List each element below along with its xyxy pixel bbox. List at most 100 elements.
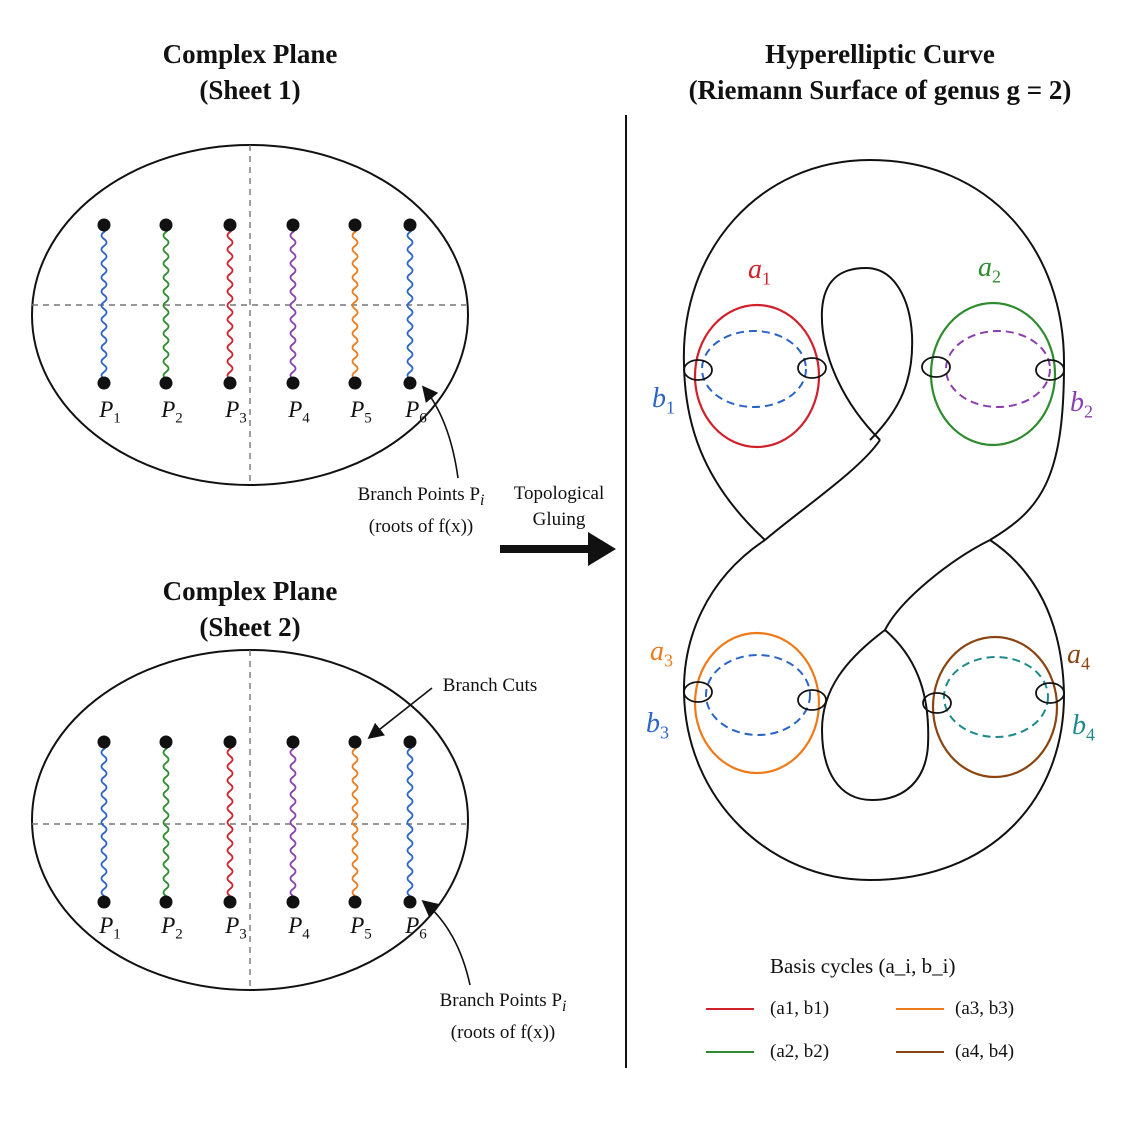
b4-sub: 4 <box>1086 724 1095 745</box>
branch-point-dot <box>348 735 362 749</box>
branch-point-label: P6 <box>396 914 436 947</box>
legend-line-2 <box>896 1008 944 1010</box>
branch-point-label: P3 <box>216 398 256 431</box>
point-label-sub: 4 <box>302 926 310 943</box>
legend-line-3 <box>706 1051 754 1053</box>
small-loop-8 <box>1035 682 1065 704</box>
point-label-name: P <box>288 397 303 422</box>
sheet1-title: Complex Plane (Sheet 1) <box>100 36 400 108</box>
legend-item-3: (a2, b2) <box>770 1041 830 1062</box>
point-label-sub: 5 <box>364 926 372 943</box>
a2-sub: 2 <box>992 266 1001 287</box>
small-loop-2 <box>797 357 827 379</box>
branch-cut <box>289 224 297 384</box>
a4-label: a4 <box>1067 641 1090 678</box>
a4-name: a <box>1067 639 1081 670</box>
b3-sub: 3 <box>660 722 669 743</box>
sheet2-title: Complex Plane (Sheet 2) <box>100 573 400 645</box>
branch-point-label: P5 <box>341 914 381 947</box>
point-label-sub: 6 <box>419 410 427 427</box>
gluing-line2: Gluing <box>532 509 586 530</box>
branch-point-dot <box>286 218 300 232</box>
b4-name: b <box>1072 710 1086 741</box>
branch-point-dot <box>223 895 237 909</box>
b2-label: b2 <box>1070 389 1093 426</box>
point-label-name: P <box>161 913 176 938</box>
a3-cycle <box>693 631 821 775</box>
surface-title-line1: Hyperelliptic Curve <box>765 39 995 69</box>
branch-point-dot <box>403 735 417 749</box>
branch-point-dot <box>97 895 111 909</box>
point-label-sub: 3 <box>239 410 247 427</box>
point-label-sub: 1 <box>113 410 121 427</box>
b1-label: b1 <box>652 385 675 422</box>
branch-point-dot <box>159 735 173 749</box>
a1-label: a1 <box>748 256 771 293</box>
small-loop-4 <box>1035 359 1065 381</box>
small-loop-3 <box>921 356 951 378</box>
b3-label: b3 <box>646 710 669 747</box>
surface-title: Hyperelliptic Curve (Riemann Surface of … <box>650 36 1110 108</box>
branch-point-dot <box>97 218 111 232</box>
a4-cycle <box>931 635 1059 779</box>
small-loop-7 <box>922 692 952 714</box>
surface-outline-top <box>682 158 1066 541</box>
branch-point-dot <box>286 895 300 909</box>
upper-hole-outline <box>820 266 914 441</box>
point-label-name: P <box>161 397 176 422</box>
branch-point-dot <box>159 376 173 390</box>
a1-name: a <box>748 254 762 285</box>
branch-point-label: P4 <box>279 398 319 431</box>
surface-outline-bottom <box>682 539 1066 882</box>
point-label-name: P <box>225 397 240 422</box>
branch-cut <box>406 741 414 903</box>
a4-sub: 4 <box>1081 653 1090 674</box>
point-label-name: P <box>350 913 365 938</box>
branch-point-dot <box>286 376 300 390</box>
lower-hole-outline <box>820 629 930 802</box>
small-loop-6 <box>797 689 827 711</box>
surface-title-line2: (Riemann Surface of genus g = 2) <box>688 75 1072 105</box>
branch-cut <box>351 224 359 384</box>
branch-cut <box>226 224 234 384</box>
branch-cuts-arrow <box>367 687 433 739</box>
point-label-sub: 5 <box>364 410 372 427</box>
sheet1-title-line1: Complex Plane <box>162 39 338 69</box>
legend-title: Basis cycles (a_i, b_i) <box>770 954 956 978</box>
sheet2-title-line2: (Sheet 2) <box>199 612 301 642</box>
b4-cycle <box>943 656 1049 738</box>
legend-item-1: (a1, b1) <box>770 998 830 1019</box>
point-label-sub: 4 <box>302 410 310 427</box>
branch-point-label: P5 <box>341 398 381 431</box>
branch-point-dot <box>403 218 417 232</box>
sheet2-note-line1: Branch Points Pi <box>439 990 567 1015</box>
branch-point-dot <box>348 218 362 232</box>
branch-cut <box>162 224 170 384</box>
point-label-name: P <box>99 397 114 422</box>
legend-line-1 <box>706 1008 754 1010</box>
b3-name: b <box>646 708 660 739</box>
branch-cut <box>226 741 234 903</box>
branch-cuts-text: Branch Cuts <box>442 675 538 696</box>
branch-point-label: P3 <box>216 914 256 947</box>
point-label-name: P <box>350 397 365 422</box>
point-label-name: P <box>288 913 303 938</box>
branch-point-dot <box>97 376 111 390</box>
branch-point-dot <box>348 376 362 390</box>
b1-name: b <box>652 383 666 414</box>
branch-point-dot <box>223 218 237 232</box>
branch-point-dot <box>159 218 173 232</box>
branch-point-label: P2 <box>152 914 192 947</box>
b3-cycle <box>705 654 811 736</box>
point-label-name: P <box>405 397 420 422</box>
branch-cut <box>351 741 359 903</box>
a2-cycle <box>929 301 1057 447</box>
point-label-name: P <box>99 913 114 938</box>
point-label-sub: 3 <box>239 926 247 943</box>
a3-name: a <box>650 636 664 667</box>
branch-point-label: P4 <box>279 914 319 947</box>
surface-neck-right <box>884 539 991 631</box>
branch-cut <box>162 741 170 903</box>
